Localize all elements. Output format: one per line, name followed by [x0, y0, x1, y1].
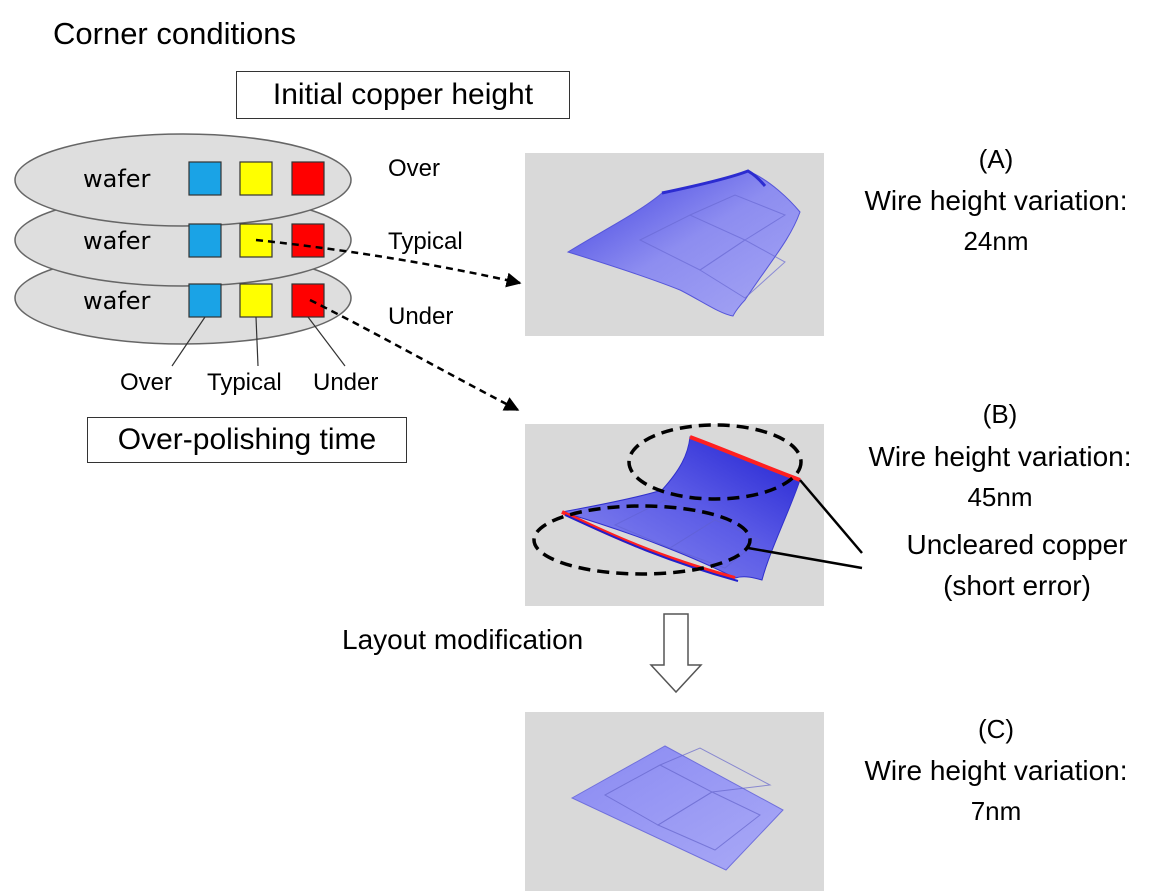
panel-a-grid-lines: [638, 194, 787, 299]
panel-b-dashed-ellipse-bottom: [532, 504, 752, 576]
square-over-row3: [188, 283, 222, 318]
panel-b-red-edge-bottom: [561, 510, 736, 580]
layout-modification-label: Layout modification: [342, 624, 584, 655]
result-a-value: 24nm: [963, 226, 1029, 256]
result-b-value: 45nm: [967, 482, 1033, 512]
panel-b-blue-edge-bottom: [564, 514, 739, 582]
row-label-under: Under: [388, 303, 454, 330]
panel-a-ridge: [661, 169, 767, 195]
result-c-value: 7nm: [970, 796, 1022, 826]
square-under-row2: [291, 223, 325, 258]
wafer-label-1: wafer: [83, 165, 151, 193]
uncleared-pointer-bottom: [747, 546, 863, 570]
leader-line-over: [171, 316, 206, 367]
leader-line-under: [307, 316, 346, 367]
result-a-caption: Wire height variation:: [864, 185, 1128, 216]
row-label-over: Over: [388, 155, 441, 182]
uncleared-pointer-top: [799, 479, 863, 554]
panel-b-dashed-ellipse-top: [627, 423, 803, 501]
panel-b-grid-lines: [613, 499, 761, 569]
initial-copper-height-label: Initial copper height: [272, 78, 534, 111]
short-error-label: (short error): [943, 570, 1091, 601]
arrow-under-to-b: [309, 298, 520, 412]
page-title: Corner conditions: [53, 16, 296, 51]
panel-c-surface: [570, 745, 784, 871]
column-label-typical: Typical: [207, 369, 282, 396]
panel-c-grid-lines: [603, 747, 772, 851]
result-b-caption: Wire height variation:: [868, 441, 1132, 472]
row-label-typical: Typical: [388, 228, 463, 255]
square-typical-row3: [239, 283, 273, 318]
result-c-id: (C): [977, 714, 1015, 744]
wafer-ellipse-over: [14, 133, 352, 227]
result-a-id: (A): [978, 144, 1014, 174]
result-b-id: (B): [982, 399, 1018, 429]
wafer-label-3: wafer: [83, 287, 151, 315]
result-c-caption: Wire height variation:: [864, 755, 1128, 786]
column-label-under: Under: [313, 369, 379, 396]
square-under-row1: [291, 161, 325, 196]
panel-b-red-edge-top: [689, 435, 801, 482]
arrow-typical-to-a: [255, 238, 522, 288]
square-under-row3: [291, 283, 325, 318]
over-polishing-time-box: Over-polishing time: [87, 417, 407, 463]
column-label-over: Over: [120, 369, 173, 396]
square-over-row1: [188, 161, 222, 196]
square-typical-row1: [239, 161, 273, 196]
square-typical-row2: [239, 223, 273, 258]
initial-copper-height-box: Initial copper height: [236, 71, 570, 119]
layout-modification-arrow: [649, 613, 703, 694]
uncleared-copper-label: Uncleared copper: [906, 529, 1128, 560]
square-over-row2: [188, 223, 222, 258]
over-polishing-time-label: Over-polishing time: [117, 423, 377, 456]
leader-line-typical: [255, 316, 259, 367]
wafer-label-2: wafer: [83, 227, 151, 255]
